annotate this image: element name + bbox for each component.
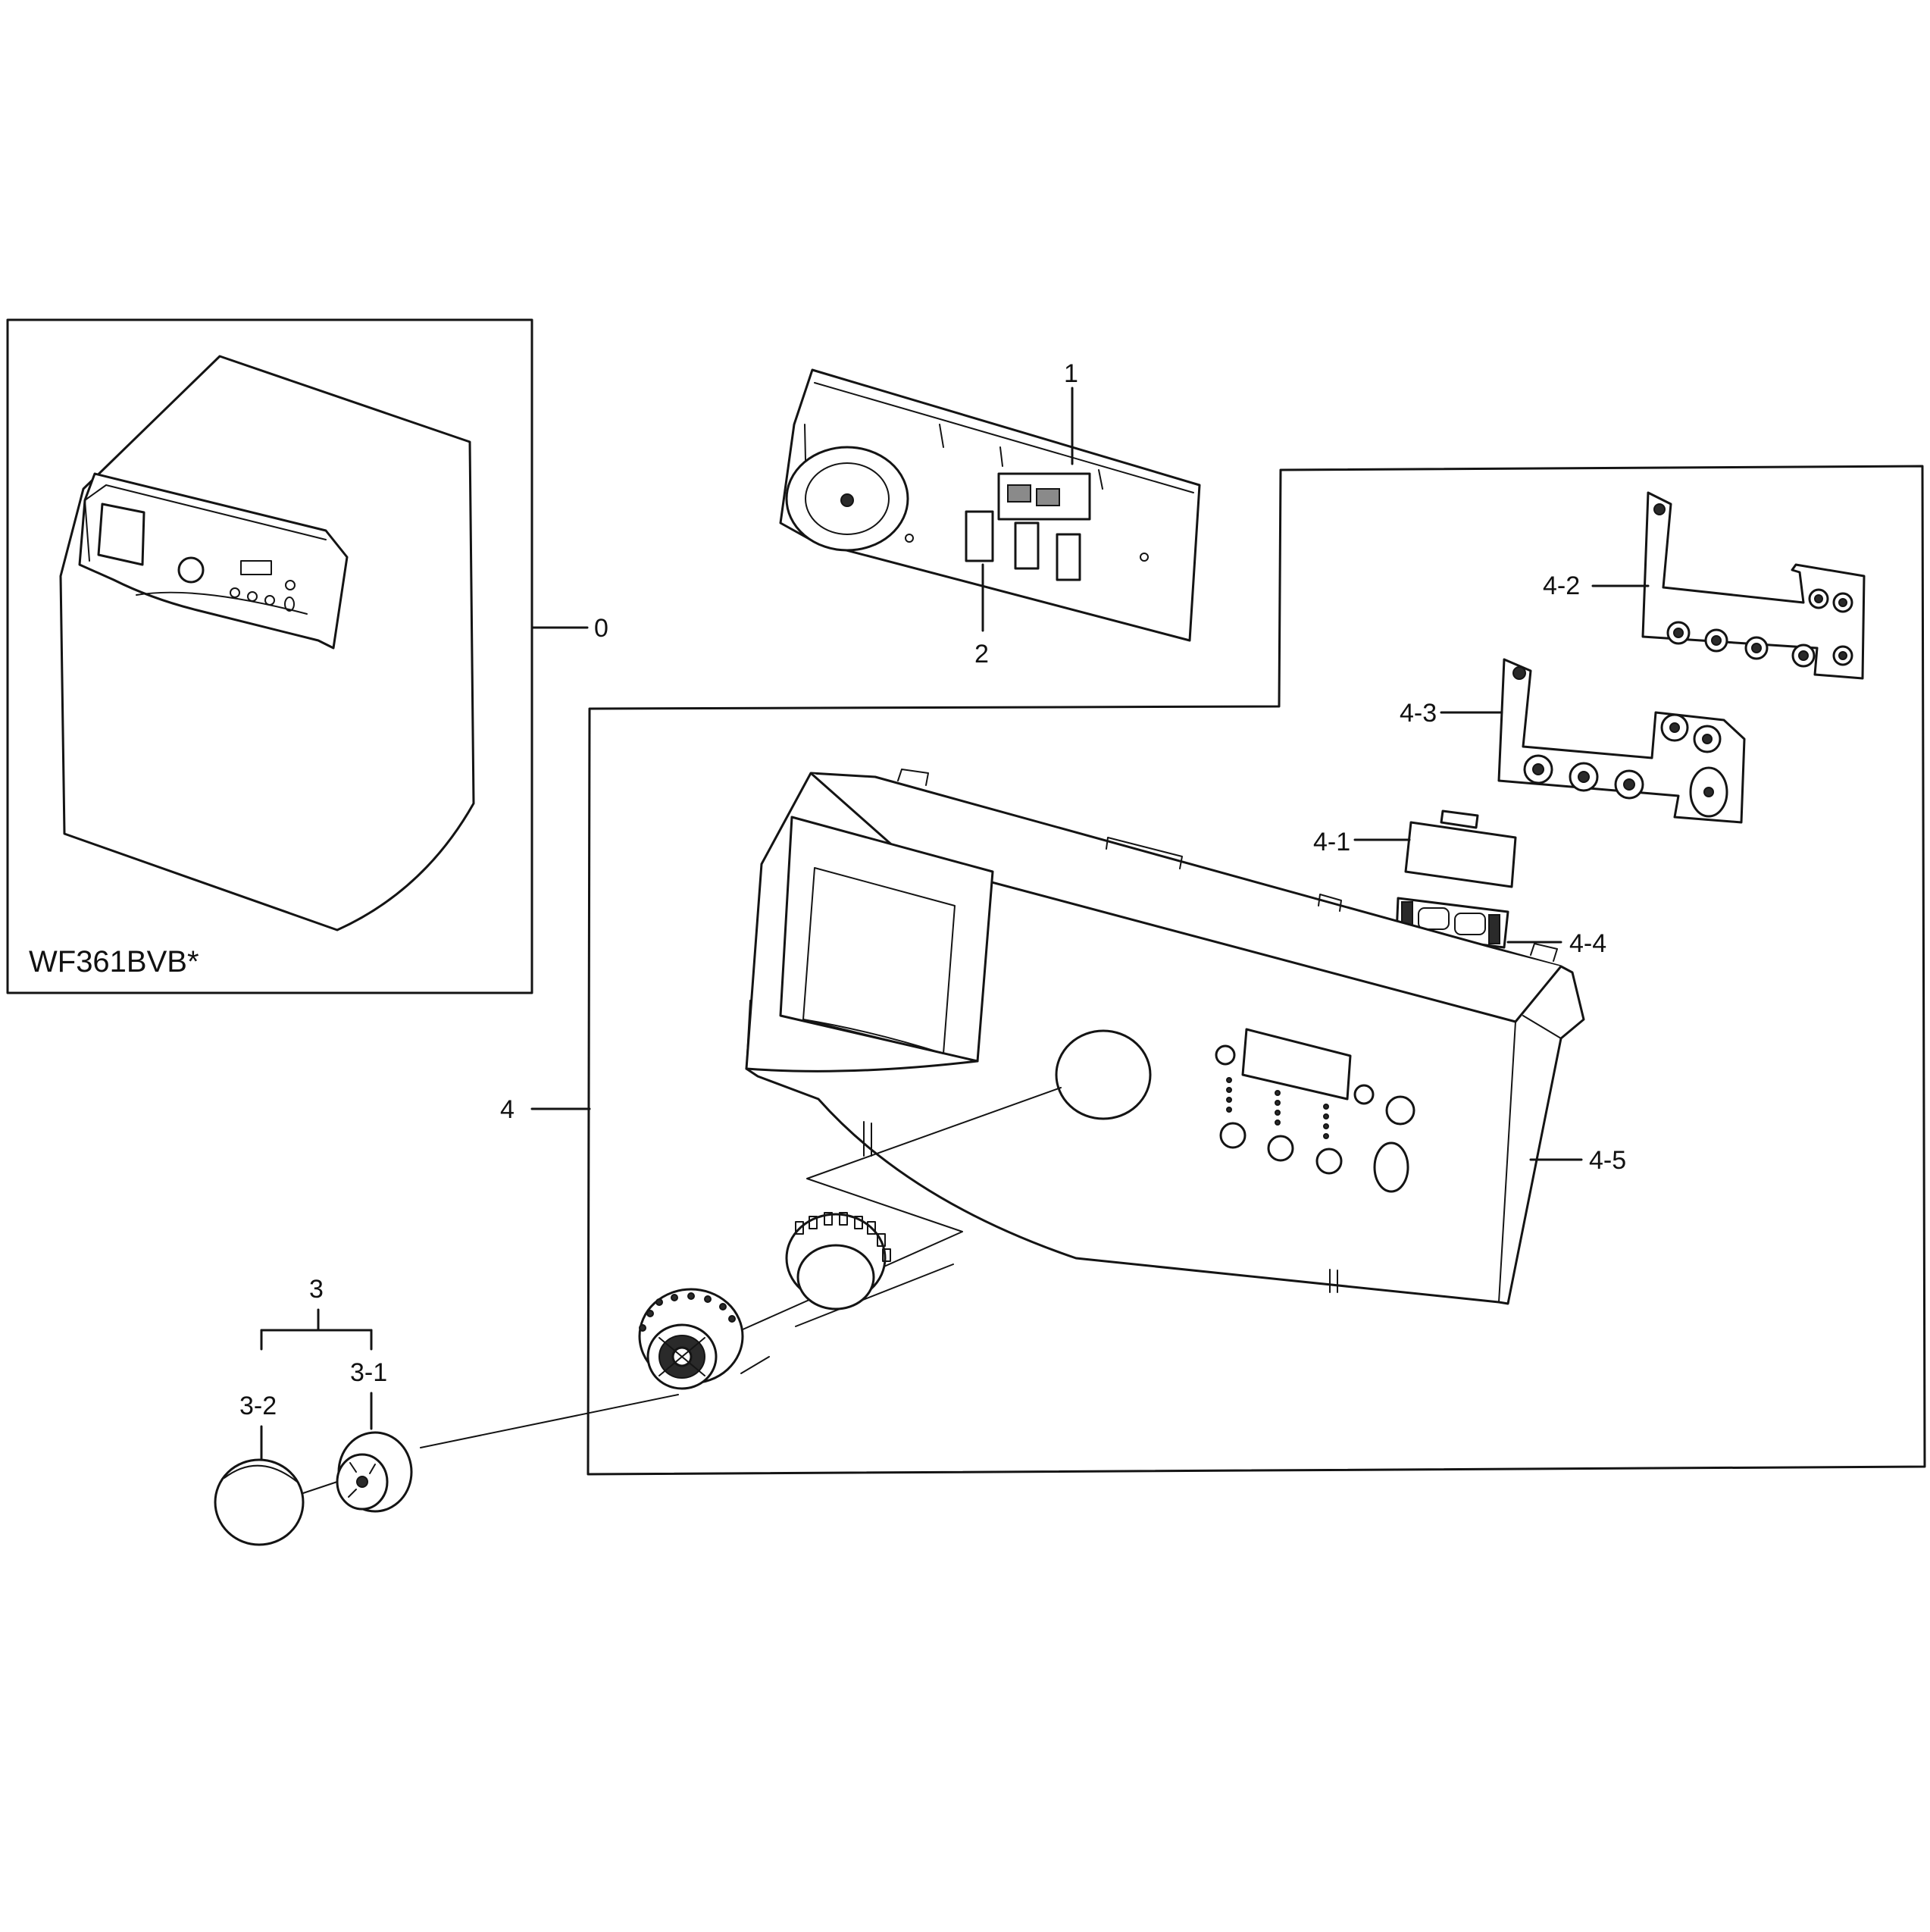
assembly-box-4 [587, 465, 1926, 1476]
callout-3-2: 3-2 [239, 1392, 277, 1461]
callout-3-2-label: 3-2 [239, 1392, 277, 1420]
part-4-3-button-board [1497, 658, 1746, 824]
part-3-1-knob-body [336, 1431, 413, 1513]
knob-ring-part [785, 1212, 891, 1310]
callout-4-1: 4-1 [1313, 828, 1411, 856]
callout-3: 3 [260, 1275, 373, 1351]
callout-3-label: 3 [309, 1275, 324, 1304]
callout-4-5-label: 4-5 [1589, 1146, 1626, 1175]
indicator-leds [1226, 1077, 1329, 1139]
callout-4-2: 4-2 [1543, 571, 1650, 600]
callout-4-3-label: 4-3 [1400, 699, 1437, 728]
callout-4-4-label: 4-4 [1569, 929, 1606, 958]
callout-3-1: 3-1 [350, 1358, 387, 1430]
callout-2: 2 [974, 563, 989, 669]
part-4-5-control-panel [745, 769, 1585, 1305]
encoder-bumps [639, 1292, 736, 1332]
callout-3-1-label: 3-1 [350, 1358, 387, 1387]
callout-4-5: 4-5 [1529, 1146, 1626, 1175]
encoder-part [638, 1288, 744, 1390]
callout-0: 0 [530, 614, 608, 643]
model-number: WF361BVB* [29, 945, 199, 979]
callout-0-label: 0 [594, 614, 608, 643]
assembly-box-0: WF361BVB* [6, 318, 533, 994]
callout-1-label: 1 [1064, 359, 1078, 388]
callout-4-4: 4-4 [1506, 929, 1606, 958]
callout-4-2-label: 4-2 [1543, 571, 1580, 600]
part-3-2-knob-cap [214, 1458, 338, 1546]
callout-4: 4 [500, 1095, 591, 1124]
knob-ring-teeth [795, 1212, 891, 1262]
callout-4-3: 4-3 [1400, 699, 1503, 728]
callout-4-label: 4 [500, 1095, 515, 1124]
callout-1: 1 [1064, 359, 1078, 465]
callout-2-label: 2 [974, 640, 989, 669]
callout-4-1-label: 4-1 [1313, 828, 1350, 856]
pcb-assembly [779, 368, 1201, 642]
part-4-1-display-window [1404, 809, 1517, 888]
washer-overview-illustration [59, 355, 475, 932]
part-4-2-button-board [1641, 491, 1866, 680]
